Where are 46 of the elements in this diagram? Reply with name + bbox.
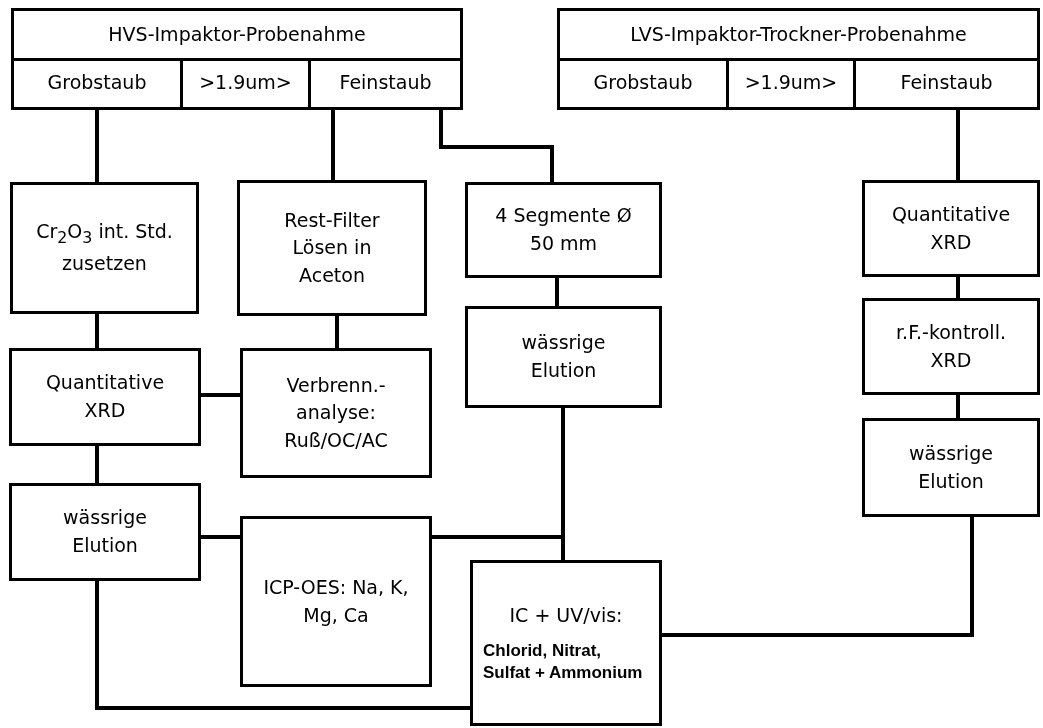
process-box (862, 180, 1040, 277)
connector-line (555, 278, 559, 306)
node-label: wässrige Elution (520, 330, 607, 383)
node-label: Grobstaub (46, 69, 148, 95)
table-title: LVS-Impaktor-Trockner-Probenahme (560, 11, 1037, 61)
node-label: IC + UV/vis: (508, 603, 624, 629)
node-label: Verbrenn.- analyse: Ruß/OC/AC (283, 372, 389, 453)
process-box (470, 560, 662, 726)
process-box (240, 516, 432, 687)
header-table (557, 8, 1040, 110)
node-label: Rest-Filter Lösen in Aceton (283, 207, 381, 288)
node-label: r.F.-kontroll. XRD (895, 319, 1007, 373)
node-label: >1.9um> (198, 69, 293, 95)
node-detail-text: Chlorid, Nitrat, Sulfat + Ammonium (482, 639, 644, 684)
process-box (465, 182, 662, 278)
node-label: Feinstaub (338, 69, 433, 95)
connector-line (956, 395, 960, 418)
process-box (9, 348, 201, 446)
node-label: Quantitative XRD (44, 370, 166, 423)
process-box (862, 298, 1040, 395)
table-title: HVS-Impaktor-Probenahme (14, 11, 460, 61)
connector-line (956, 277, 960, 298)
node-label: Grobstaub (592, 69, 694, 95)
connector-line (335, 316, 339, 348)
process-box (465, 306, 662, 408)
connector-line (95, 581, 470, 710)
node-label: ICP-OES: Na, K, Mg, Ca (262, 574, 410, 628)
process-box (862, 418, 1040, 517)
process-box (237, 180, 427, 316)
node-label: Cr$_{2}$O$_{3}$ int. Std. zusetzen (35, 219, 174, 277)
node-label: wässrige Elution (908, 440, 994, 494)
connector-line (201, 535, 240, 539)
node-label: wässrige Elution (62, 505, 148, 558)
connector-line (95, 446, 99, 483)
connector-line (201, 393, 240, 397)
node-label: 4 Segmente Ø 50 mm (494, 203, 633, 256)
header-table (11, 8, 463, 110)
process-box (240, 348, 432, 478)
node-label: Feinstaub (899, 69, 994, 95)
connector-line (662, 517, 974, 637)
process-box (9, 483, 201, 581)
process-box (10, 182, 199, 314)
node-label: >1.9um> (743, 69, 839, 95)
connector-line (432, 535, 565, 560)
connector-line (95, 314, 99, 348)
node-label: Quantitative XRD (890, 201, 1012, 255)
